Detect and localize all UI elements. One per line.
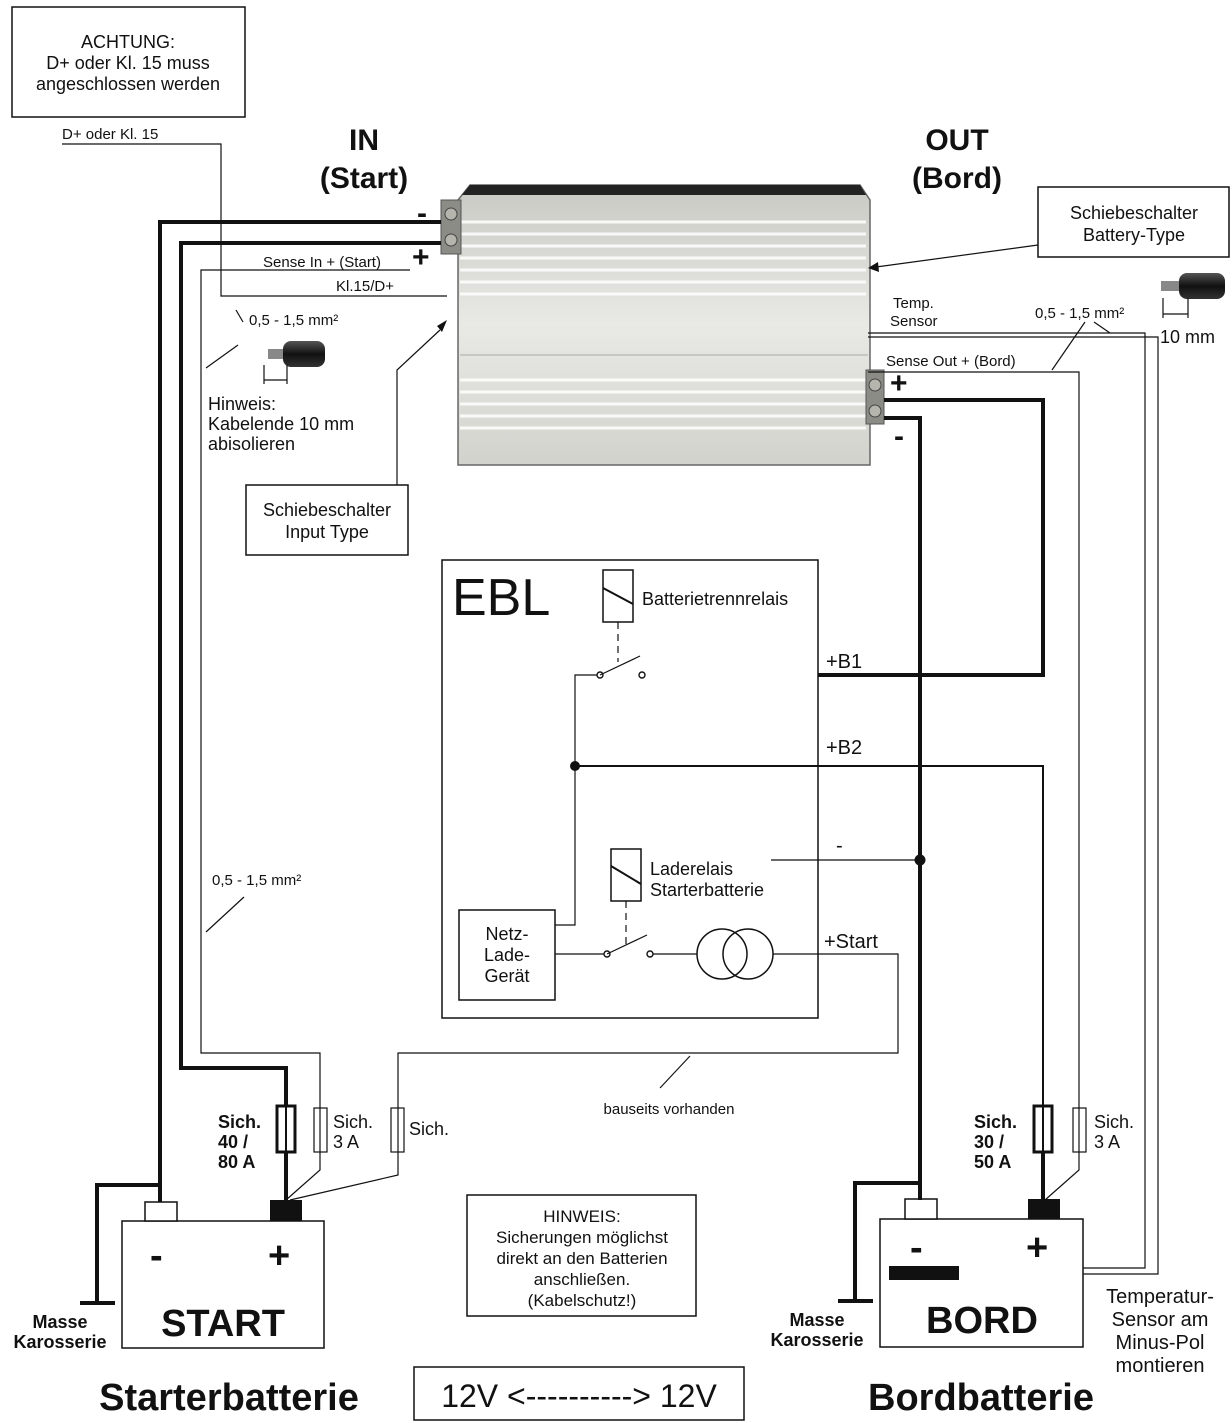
start-battery: - + START — [121, 1200, 325, 1349]
plus-start-label: +Start — [824, 931, 878, 953]
fuse-bord-main — [1032, 1104, 1054, 1200]
hinweis-line-3: direkt an den Batterien — [496, 1249, 667, 1268]
bord-battery: - + BORD — [879, 1198, 1084, 1348]
temp-sensor-label-2: Sensor — [890, 313, 938, 330]
fuse-start-main — [275, 1104, 297, 1154]
switch-input-line-2: Input Type — [285, 522, 369, 542]
temperatur-line-3: Minus-Pol — [1116, 1332, 1205, 1354]
in-minus-main-wire — [158, 220, 441, 1203]
masse-right-2: Karosserie — [770, 1330, 863, 1350]
switch-battery-line-1: Schiebeschalter — [1070, 203, 1198, 223]
hinweis-line-1: HINWEIS: — [543, 1207, 620, 1226]
fuse-bord-sense-2: 3 A — [1094, 1132, 1120, 1152]
ebl-box: EBL Batterietrennrelais +B1 +B2 - Ladere… — [397, 559, 1044, 1108]
fuse-start-main-2: 40 / — [218, 1132, 248, 1152]
hinweis-strip-2: Kabelende 10 mm — [208, 414, 354, 434]
laderelais-line-2: Starterbatterie — [650, 880, 764, 900]
achtung-line-3: angeschlossen werden — [36, 74, 220, 94]
hinweis-strip-1: Hinweis: — [208, 394, 276, 414]
bordbatterie-title: Bordbatterie — [868, 1377, 1094, 1419]
netzlade-line-3: Gerät — [484, 966, 529, 986]
fuse-start-main-3: 80 A — [218, 1152, 255, 1172]
start-battery-label: START — [161, 1303, 285, 1345]
netzlade-line-1: Netz- — [485, 924, 528, 944]
fuse-start-main-1: Sich. — [218, 1112, 261, 1132]
fuse-start-ext — [289, 1107, 405, 1201]
fuse-start-sense-2: 3 A — [333, 1132, 359, 1152]
achtung-line-1: ACHTUNG: — [81, 32, 175, 52]
in-plus-main-wire — [179, 241, 441, 1106]
fuse-start-ext-label: Sich. — [409, 1119, 449, 1139]
sense-out-label: Sense Out + (Bord) — [886, 353, 1016, 370]
cross-section-top-right: 0,5 - 1,5 mm² — [1035, 305, 1124, 322]
start-battery-plus: + — [268, 1235, 290, 1277]
masse-left-1: Masse — [32, 1312, 87, 1332]
fuse-bord-sense — [1072, 1107, 1087, 1153]
bord-battery-minus: - — [910, 1227, 923, 1269]
switch-battery-line-2: Battery-Type — [1083, 225, 1185, 245]
b1-label: +B1 — [826, 651, 862, 673]
hinweis-note: HINWEIS: Sicherungen möglichst direkt an… — [466, 1194, 697, 1317]
stripped-cable-icon — [263, 341, 325, 384]
d-plus-label: D+ oder Kl. 15 — [62, 126, 158, 143]
temperatur-line-4: montieren — [1116, 1355, 1205, 1377]
batterietrennrelais-label: Batterietrennrelais — [642, 589, 788, 609]
switch-battery-callout: Schiebeschalter Battery-Type — [868, 186, 1230, 272]
hinweis-line-4: anschließen. — [534, 1270, 630, 1289]
in-title: IN — [349, 124, 379, 157]
temperatur-line-1: Temperatur- — [1106, 1286, 1214, 1308]
switch-input-line-1: Schiebeschalter — [263, 500, 391, 520]
fuse-bord-sense-1: Sich. — [1094, 1112, 1134, 1132]
start-ground-wire — [95, 1183, 162, 1302]
ebl-minus-label: - — [836, 835, 843, 857]
fuse-start-sense — [313, 1107, 328, 1153]
bord-battery-plus: + — [1026, 1227, 1048, 1269]
temperatur-line-2: Sensor am — [1112, 1309, 1209, 1331]
masse-left-2: Karosserie — [13, 1332, 106, 1352]
out-plus-sign: + — [890, 367, 908, 400]
sense-in-label: Sense In + (Start) — [263, 254, 381, 271]
in-minus-sign: - — [417, 197, 427, 230]
charger-device — [440, 184, 885, 466]
start-battery-minus: - — [150, 1235, 163, 1277]
bord-ground-wire — [853, 1181, 922, 1300]
ten-mm-label: 10 mm — [1160, 327, 1215, 347]
in-subtitle: (Start) — [320, 162, 408, 195]
fuse-bord-main-1: Sich. — [974, 1112, 1017, 1132]
cross-section-mid-left: 0,5 - 1,5 mm² — [212, 872, 301, 889]
switch-input-callout: Schiebeschalter Input Type — [245, 320, 447, 556]
fuse-bord-main-2: 30 / — [974, 1132, 1004, 1152]
ebl-title: EBL — [452, 569, 550, 627]
hinweis-line-2: Sicherungen möglichst — [496, 1228, 668, 1247]
hinweis-line-5: (Kabelschutz!) — [528, 1291, 637, 1310]
b2-label: +B2 — [826, 737, 862, 759]
masse-right-1: Masse — [789, 1310, 844, 1330]
voltage-label: 12V <----------> 12V — [441, 1378, 717, 1414]
out-minus-main-wire — [884, 416, 922, 1200]
fuse-bord-main-3: 50 A — [974, 1152, 1011, 1172]
laderelais-line-1: Laderelais — [650, 859, 733, 879]
sense-in-wire: Sense In + (Start) — [200, 254, 410, 1201]
in-plus-sign: + — [412, 241, 430, 274]
voltage-box: 12V <----------> 12V — [413, 1366, 745, 1421]
achtung-line-2: D+ oder Kl. 15 muss — [46, 53, 210, 73]
temp-sensor-label-1: Temp. — [893, 295, 934, 312]
hinweis-strip-3: abisolieren — [208, 434, 295, 454]
cross-section-top-left: 0,5 - 1,5 mm² — [249, 312, 338, 329]
netzlade-line-2: Lade- — [484, 945, 530, 965]
out-minus-sign: - — [894, 420, 904, 453]
bord-battery-label: BORD — [926, 1300, 1038, 1342]
bauseits-label: bauseits vorhanden — [604, 1101, 735, 1118]
out-title: OUT — [925, 124, 988, 157]
fuse-start-sense-1: Sich. — [333, 1112, 373, 1132]
starterbatterie-title: Starterbatterie — [99, 1377, 359, 1419]
achtung-note: ACHTUNG: D+ oder Kl. 15 muss angeschloss… — [11, 6, 246, 118]
out-plus-main-wire — [640, 398, 1045, 677]
out-subtitle: (Bord) — [912, 162, 1002, 195]
kl15-label: Kl.15/D+ — [336, 278, 394, 295]
stripped-cable-icon-right — [1161, 273, 1225, 318]
